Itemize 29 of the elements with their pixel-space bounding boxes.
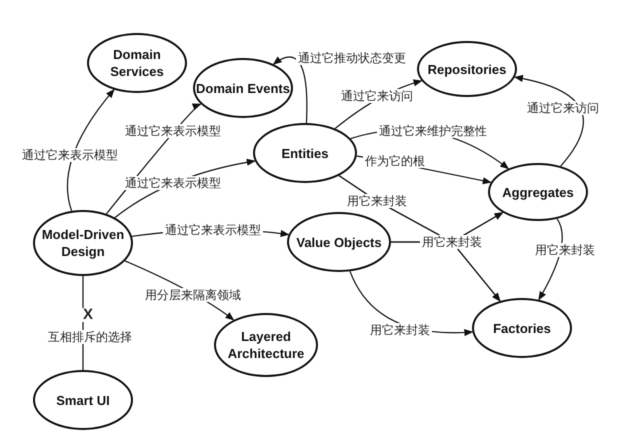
- ellipse-node: Value Objects: [287, 212, 391, 272]
- ellipse-node: Repositories: [417, 41, 517, 97]
- ellipse-node: Domain Events: [193, 58, 293, 118]
- ellipse-node: Aggregates: [488, 163, 588, 221]
- edge-label: 通过它来维护完整性: [377, 124, 489, 138]
- edge-label: 通过它来表示模型: [123, 176, 223, 190]
- edge-label: 用它来封装: [420, 235, 484, 249]
- edge-label: 作为它的根: [363, 154, 427, 168]
- arrow: [66, 88, 115, 212]
- ellipse-node: Smart UI: [33, 370, 133, 430]
- ellipse-node: Factories: [472, 298, 572, 358]
- edge-label: 通过它来表示模型: [163, 223, 263, 237]
- edge-label: 通过它来表示模型: [123, 124, 223, 138]
- edge-label: 通过它来访问: [525, 101, 601, 115]
- edge-label: 用分层来隔离领域: [143, 288, 243, 302]
- edge-label: 用它来封装: [533, 243, 597, 257]
- edge-label: 通过它推动状态变更: [296, 51, 408, 65]
- ellipse-node: Layered Architecture: [214, 313, 318, 377]
- arrow: [272, 56, 308, 124]
- edge-label: 互相排斥的选择: [46, 330, 134, 344]
- ellipse-node: Domain Services: [87, 33, 187, 93]
- arrow: [514, 75, 584, 167]
- ellipse-node: Model-Driven Design: [33, 210, 133, 276]
- edge-label: 通过它来表示模型: [20, 148, 120, 162]
- edge-label: 用它来封装: [345, 194, 409, 208]
- ellipse-node: Entities: [253, 123, 357, 183]
- edge-label: 用它来封装: [368, 323, 432, 337]
- edge-label: 通过它来访问: [339, 89, 415, 103]
- cross-label: X: [81, 308, 95, 322]
